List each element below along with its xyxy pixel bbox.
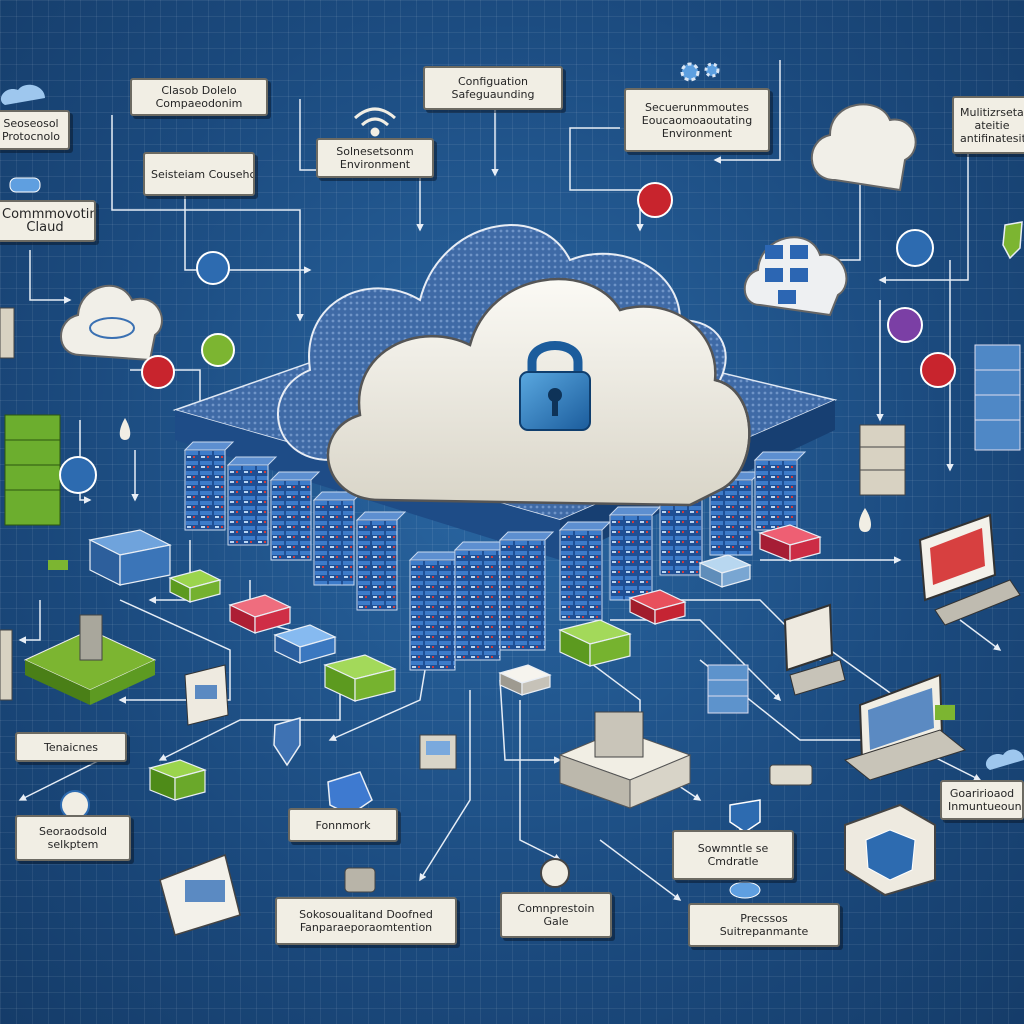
shield-icon bbox=[729, 799, 761, 833]
label-line: Eoucaomoaoutating bbox=[641, 113, 753, 127]
label-line: Configuation bbox=[457, 75, 529, 88]
label-line: Clasob Dolelo bbox=[161, 84, 237, 97]
label-line: Fanparaeporaomtention bbox=[299, 921, 433, 934]
label-line: Precssos bbox=[740, 912, 788, 925]
platform-block bbox=[558, 711, 692, 809]
monitor-icon bbox=[419, 734, 457, 770]
shield-icon bbox=[273, 717, 301, 767]
label-line: Suitrepanmante bbox=[719, 925, 809, 938]
label-scheduled-selection: Seoraodsold selkptem bbox=[15, 815, 131, 861]
label-line: Goaririoaod bbox=[949, 787, 1015, 800]
label-line: Protocnolo bbox=[1, 130, 61, 143]
central-cloud-icon bbox=[276, 224, 751, 507]
label-computing-cloud: Commmovoting Claud bbox=[0, 200, 96, 242]
label-environment-security: Secuerunmmoutes Eoucaomoaoutating Enviro… bbox=[624, 88, 770, 152]
laptop-icon bbox=[843, 673, 967, 781]
shield-icon bbox=[1002, 221, 1023, 260]
monitor-icon bbox=[184, 664, 229, 726]
label-line: Comnprestoin bbox=[517, 902, 595, 915]
document-stack-icon bbox=[159, 853, 241, 936]
monitor-icon bbox=[918, 513, 1021, 626]
padlock-icon bbox=[519, 341, 591, 431]
label-cloud-deploy: Clasob Dolelo Compaeodonim bbox=[130, 78, 268, 116]
cloud-icon bbox=[810, 103, 917, 192]
cloud-icon bbox=[60, 284, 163, 362]
label-line: Tenaicnes bbox=[44, 740, 98, 754]
label-compression-gate: Comnprestoin Gale bbox=[500, 892, 612, 938]
label-line: Compaeodonim bbox=[155, 97, 243, 110]
label-secure-data-management: Sokosoualitand Doofned Fanparaeporaomten… bbox=[275, 897, 457, 945]
label-line: Claud bbox=[26, 220, 64, 235]
label-system-environment: Solnesetsonm Environment bbox=[316, 138, 434, 178]
label-line: Seoseosol bbox=[3, 117, 59, 130]
label-tenancies: Tenaicnes bbox=[15, 732, 127, 762]
label-line: Safeguaunding bbox=[451, 88, 535, 101]
gear-icon bbox=[680, 62, 720, 82]
label-framework: Fonnmork bbox=[288, 808, 398, 842]
label-bottom-left-tag: Seisteiam Cousehcating bbox=[143, 152, 255, 196]
cloud-icon bbox=[0, 84, 45, 105]
label-process-integration: Precssos Suitrepanmante bbox=[688, 903, 840, 947]
cloud-icon bbox=[985, 749, 1024, 770]
label-configuration-safeguarding: Configuation Safeguaunding bbox=[423, 66, 563, 110]
badge-icons bbox=[59, 182, 956, 888]
shield-icon bbox=[327, 771, 373, 816]
cloud-icon bbox=[743, 236, 848, 317]
label-line: Environment bbox=[339, 158, 411, 171]
label-line: Inmuntueounuest bbox=[948, 800, 1022, 813]
monitor-icon bbox=[844, 803, 936, 897]
network-device-icons bbox=[0, 177, 955, 899]
database-stack-icon bbox=[707, 664, 749, 714]
label-line: Secuerunmmoutes bbox=[645, 100, 749, 114]
label-line: Cmdratle bbox=[707, 855, 759, 868]
label-line: Seisteiam Cousehcating bbox=[151, 167, 255, 181]
label-line: Sokosoualitand Doofned bbox=[299, 908, 433, 921]
monitor-icon bbox=[783, 603, 846, 696]
label-line: Commmovoting bbox=[2, 207, 96, 222]
label-security-gateway: Sowmntle se Cmdratle bbox=[672, 830, 794, 880]
database-stack-icon bbox=[4, 414, 61, 526]
label-line: Solnesetsonm bbox=[336, 145, 414, 158]
label-line: Sowmntle se bbox=[697, 842, 769, 855]
label-line: selkptem bbox=[47, 838, 99, 851]
wifi-icon bbox=[353, 107, 397, 137]
droplet-icon bbox=[119, 418, 871, 532]
label-line: Fonnmork bbox=[315, 818, 371, 832]
platform-block bbox=[23, 614, 157, 705]
tile-blocks bbox=[88, 524, 822, 801]
label-line: Mulitizrsetamt bbox=[960, 105, 1024, 119]
label-line: Seoraodsold bbox=[39, 825, 107, 838]
label-line: Gale bbox=[543, 915, 569, 928]
label-top-right: Mulitizrsetamt ateitie antifinatesite bbox=[952, 96, 1024, 154]
label-line: antifinatesite bbox=[960, 131, 1024, 145]
label-line: Environment bbox=[661, 126, 733, 140]
label-line: ateitie bbox=[974, 118, 1010, 132]
database-stack-icon bbox=[859, 424, 906, 496]
label-government-infrastructure: Goaririoaod Inmuntueounuest bbox=[940, 780, 1024, 820]
label-top-left-corner: Seoseosol Protocnolo bbox=[0, 110, 70, 150]
database-stack-icon bbox=[974, 344, 1021, 451]
